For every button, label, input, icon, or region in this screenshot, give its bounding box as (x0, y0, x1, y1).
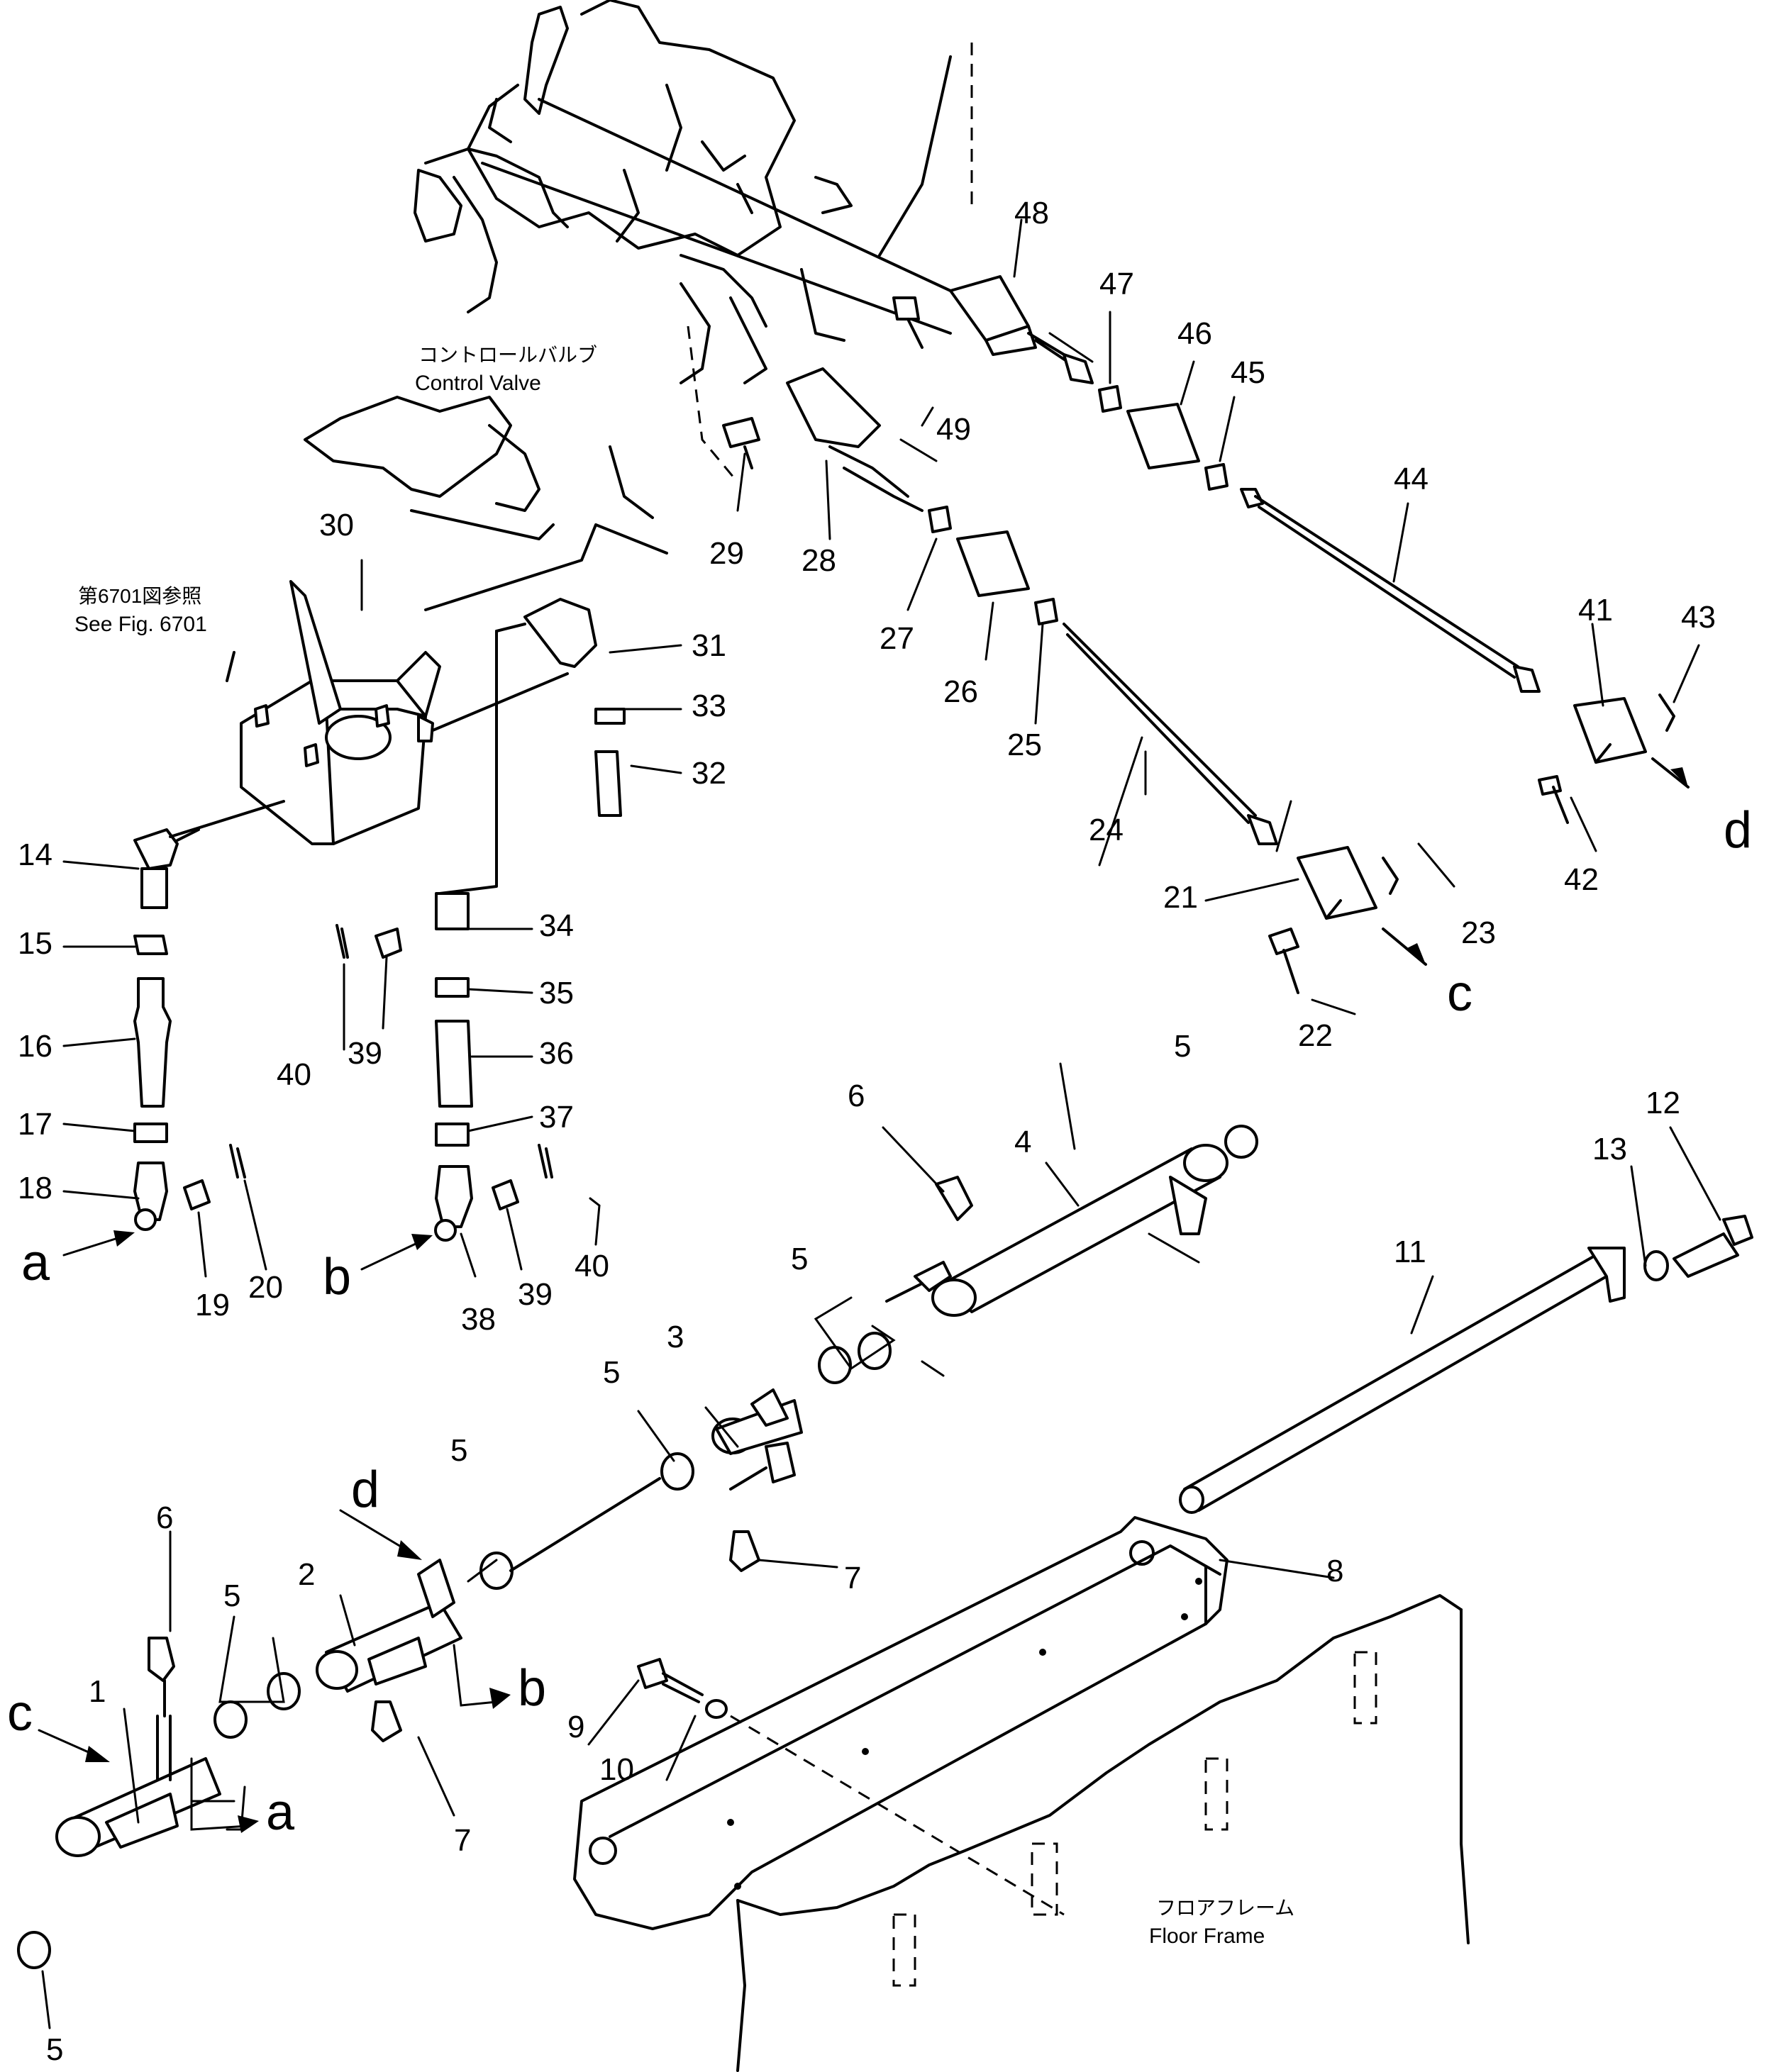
control-valve-jp-label: コントロールバルブ (418, 344, 597, 366)
callout-6a: 6 (848, 1079, 865, 1113)
callout-19: 19 (195, 1288, 230, 1322)
shaft-4 (885, 1125, 1258, 1317)
floor-frame-jp-label: フロアフレーム (1156, 1897, 1294, 1919)
callout-2: 2 (298, 1557, 315, 1592)
pilot-valve-block (226, 580, 569, 845)
callout-31: 31 (692, 628, 726, 663)
see-fig-en-label: See Fig. 6701 (74, 613, 207, 636)
callout-45: 45 (1231, 355, 1265, 390)
callout-5d: 5 (450, 1433, 467, 1468)
callout-24: 24 (1089, 813, 1124, 847)
callout-5a: 5 (1174, 1029, 1191, 1064)
callout-28: 28 (802, 543, 836, 578)
control-valve-en-label: Control Valve (415, 372, 541, 395)
callout-39b: 39 (518, 1277, 553, 1312)
callout-42: 42 (1564, 862, 1599, 897)
callout-20: 20 (248, 1270, 283, 1305)
callout-22: 22 (1298, 1018, 1333, 1053)
callout-46: 46 (1177, 316, 1212, 351)
callout-34: 34 (539, 908, 574, 943)
callout-6b: 6 (156, 1500, 173, 1535)
callout-11: 11 (1394, 1235, 1426, 1269)
connector-b-end: b (518, 1660, 546, 1717)
callout-36: 36 (539, 1036, 574, 1071)
callout-15: 15 (18, 926, 52, 961)
see-fig-jp-label: 第6701図参照 (78, 585, 201, 607)
control-valve-outline (304, 0, 973, 611)
lever-2 (316, 1559, 462, 1742)
callout-10: 10 (599, 1752, 634, 1787)
floor-frame-en-label: Floor Frame (1149, 1925, 1265, 1948)
callout-8: 8 (1326, 1554, 1343, 1588)
rod-centerlines (481, 98, 1094, 462)
callout-44: 44 (1394, 462, 1429, 496)
callout-47: 47 (1099, 267, 1134, 301)
callout-3: 3 (667, 1320, 684, 1354)
callout-4: 4 (1014, 1125, 1031, 1159)
callout-9: 9 (567, 1710, 584, 1744)
connector-a-start: a (21, 1235, 50, 1291)
connector-arrows (38, 1230, 511, 1833)
callout-29: 29 (709, 536, 744, 571)
callout-25: 25 (1007, 728, 1042, 762)
callout-5b: 5 (791, 1242, 808, 1276)
upper-rod-assembly (892, 275, 1690, 824)
callout-30: 30 (319, 508, 354, 542)
callout-27: 27 (880, 621, 914, 656)
callout-48: 48 (1014, 196, 1049, 230)
connector-d-start: d (351, 1461, 379, 1518)
callout-1: 1 (89, 1674, 106, 1709)
callout-32: 32 (692, 756, 726, 791)
callout-16: 16 (18, 1029, 52, 1064)
frame-bracket-8 (573, 1516, 1228, 1930)
callout-39a: 39 (348, 1036, 382, 1071)
callout-7b: 7 (454, 1823, 471, 1858)
callout-35: 35 (539, 976, 574, 1010)
callout-23: 23 (1461, 915, 1496, 950)
callout-40a: 40 (277, 1057, 311, 1092)
callout-17: 17 (18, 1107, 52, 1142)
bushings-5 (17, 1332, 892, 1969)
text-labels: コントロールバルブ Control Valve 第6701図参照 See Fig… (7, 196, 1752, 2067)
lever-1 (55, 1637, 221, 1857)
callout-5e: 5 (223, 1578, 240, 1613)
callout-21: 21 (1163, 880, 1198, 915)
callout-40b: 40 (575, 1249, 609, 1283)
callout-38: 38 (461, 1302, 496, 1337)
shaft-centerline (509, 1477, 661, 1572)
callout-14: 14 (18, 837, 52, 872)
callout-26: 26 (943, 674, 978, 709)
callout-13: 13 (1592, 1132, 1627, 1166)
callout-5f: 5 (46, 2032, 63, 2067)
callout-18: 18 (18, 1171, 52, 1205)
connector-c-start: c (7, 1685, 33, 1742)
callout-12: 12 (1646, 1086, 1680, 1120)
callout-37: 37 (539, 1100, 574, 1135)
callout-43: 43 (1681, 600, 1716, 635)
callout-7a: 7 (844, 1561, 861, 1595)
shaft-11 (1179, 1215, 1753, 1514)
connector-d-end: d (1724, 802, 1752, 859)
lever-3 (711, 1388, 803, 1572)
linkage-b-parts (335, 598, 626, 1242)
callout-49: 49 (936, 412, 971, 447)
floor-frame (736, 1594, 1470, 2072)
callout-41: 41 (1578, 593, 1613, 628)
connector-a-end: a (266, 1784, 295, 1841)
connector-b-start: b (323, 1249, 351, 1305)
lower-rod-assembly (722, 367, 1427, 994)
leader-lines (41, 218, 1721, 2029)
linkage-a-parts (133, 800, 285, 1231)
callout-33: 33 (692, 689, 726, 723)
callout-5c: 5 (603, 1355, 620, 1390)
connector-c-end: c (1447, 965, 1472, 1022)
